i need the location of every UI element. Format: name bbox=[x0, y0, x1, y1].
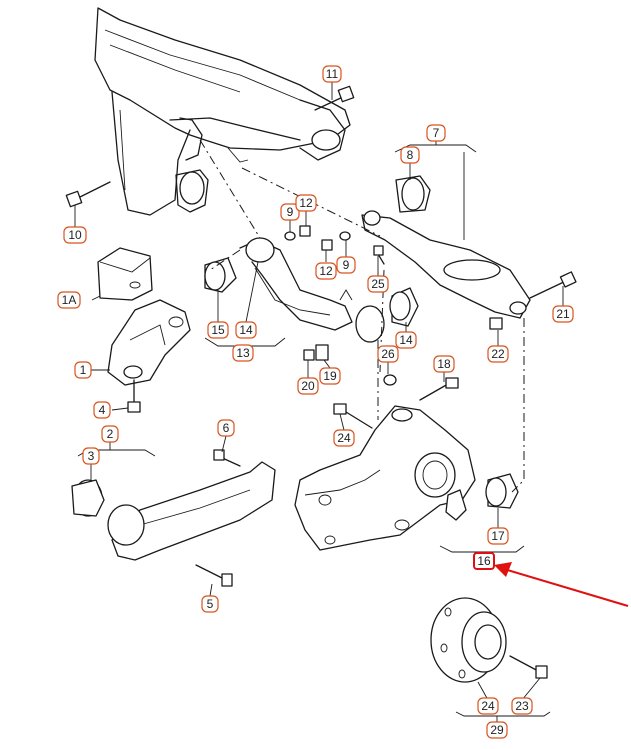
svg-text:5: 5 bbox=[207, 597, 214, 611]
mount-1 bbox=[107, 299, 191, 413]
callout-7: 7 bbox=[426, 124, 446, 142]
callout-1a: 1A bbox=[57, 291, 81, 309]
svg-text:4: 4 bbox=[99, 403, 106, 417]
svg-text:13: 13 bbox=[236, 346, 250, 360]
svg-text:9: 9 bbox=[287, 205, 294, 219]
callout-3: 3 bbox=[82, 447, 100, 465]
lower-arm-7 bbox=[361, 175, 577, 330]
callout-9-upper: 9 bbox=[280, 203, 300, 221]
wheel-hub-29 bbox=[430, 597, 548, 683]
svg-text:25: 25 bbox=[371, 277, 385, 291]
callout-4: 4 bbox=[93, 401, 111, 419]
callout-18: 18 bbox=[433, 355, 455, 373]
callout-9-lower: 9 bbox=[336, 256, 356, 274]
svg-text:14: 14 bbox=[239, 323, 253, 337]
callout-1: 1 bbox=[74, 361, 92, 379]
svg-text:26: 26 bbox=[381, 347, 395, 361]
callout-22: 22 bbox=[487, 345, 509, 363]
callout-21: 21 bbox=[552, 305, 574, 323]
callout-23: 23 bbox=[511, 697, 533, 715]
svg-text:16: 16 bbox=[477, 554, 491, 568]
callout-15: 15 bbox=[207, 321, 229, 339]
bolt-11 bbox=[314, 85, 355, 111]
callout-29: 29 bbox=[486, 721, 508, 739]
callout-10: 10 bbox=[63, 226, 87, 244]
callout-13: 13 bbox=[232, 344, 254, 362]
callout-24-lower: 24 bbox=[477, 697, 499, 715]
callout-26: 26 bbox=[377, 345, 399, 363]
subframe bbox=[94, 7, 351, 216]
svg-text:7: 7 bbox=[433, 126, 440, 140]
svg-text:24: 24 bbox=[481, 699, 495, 713]
svg-text:14: 14 bbox=[399, 333, 413, 347]
svg-text:20: 20 bbox=[301, 379, 315, 393]
svg-text:15: 15 bbox=[211, 323, 225, 337]
svg-text:11: 11 bbox=[326, 67, 339, 81]
svg-text:12: 12 bbox=[299, 196, 313, 210]
bushing-17 bbox=[485, 473, 519, 509]
bolt-10 bbox=[65, 181, 111, 208]
svg-text:17: 17 bbox=[491, 529, 505, 543]
svg-text:6: 6 bbox=[223, 421, 230, 435]
svg-text:24: 24 bbox=[337, 431, 351, 445]
callout-6: 6 bbox=[217, 419, 235, 437]
svg-text:1: 1 bbox=[80, 363, 87, 377]
svg-text:21: 21 bbox=[556, 307, 570, 321]
callout-14: 14 bbox=[235, 321, 257, 339]
callout-5: 5 bbox=[201, 595, 219, 613]
svg-text:12: 12 bbox=[319, 264, 333, 278]
callout-8: 8 bbox=[400, 146, 420, 164]
svg-text:3: 3 bbox=[88, 449, 95, 463]
callout-16-highlighted: 16 bbox=[473, 552, 495, 570]
svg-text:2: 2 bbox=[107, 427, 114, 441]
wheel-carrier-16 bbox=[294, 377, 476, 551]
callout-20: 20 bbox=[297, 377, 319, 395]
upper-arm-13 bbox=[204, 237, 419, 343]
callout-14-right: 14 bbox=[395, 331, 417, 349]
hardware-upper bbox=[284, 225, 397, 386]
callout-12-lower: 12 bbox=[315, 262, 337, 280]
cover-1a bbox=[97, 247, 153, 301]
svg-text:8: 8 bbox=[407, 148, 414, 162]
svg-text:29: 29 bbox=[490, 723, 504, 737]
svg-text:1A: 1A bbox=[62, 293, 77, 307]
callout-11: 11 bbox=[322, 65, 342, 83]
callout-12-upper: 12 bbox=[295, 194, 317, 212]
callout-25: 25 bbox=[367, 275, 389, 293]
callout-24-upper: 24 bbox=[333, 429, 355, 447]
svg-text:10: 10 bbox=[68, 228, 82, 242]
callout-17: 17 bbox=[487, 527, 509, 545]
callout-2: 2 bbox=[101, 425, 119, 443]
svg-text:9: 9 bbox=[343, 258, 350, 272]
svg-text:23: 23 bbox=[515, 699, 529, 713]
svg-text:18: 18 bbox=[437, 357, 451, 371]
svg-text:19: 19 bbox=[323, 369, 337, 383]
callout-19: 19 bbox=[319, 367, 341, 385]
highlight-arrow bbox=[494, 562, 629, 607]
trailing-arm-2 bbox=[71, 449, 276, 587]
svg-text:22: 22 bbox=[491, 347, 505, 361]
